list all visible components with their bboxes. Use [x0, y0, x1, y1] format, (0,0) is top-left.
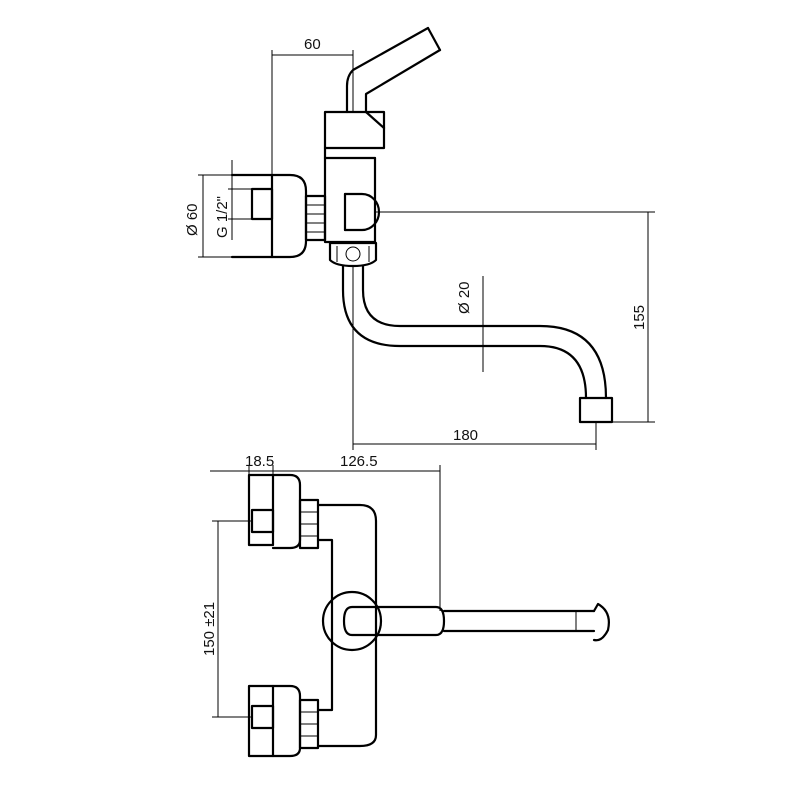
dim-label-pipe-diameter: Ø 20	[456, 281, 473, 314]
dimension-spout-length: 126.5	[273, 453, 441, 611]
dim-label-mount-offset: 60	[304, 36, 321, 53]
dim-label-spout-reach: 180	[453, 427, 478, 444]
dim-label-centers: 150 ±21	[201, 602, 218, 656]
dimension-centers: 150 ±21	[201, 520, 252, 718]
dimension-spout-height: 155	[375, 211, 655, 423]
dimension-spout-reach: 180	[352, 266, 597, 450]
side-view: 60 Ø 60 G 1/2" Ø 20 155	[184, 26, 655, 450]
upper-connector	[247, 473, 320, 550]
dimension-pipe-diameter: Ø 20	[456, 276, 490, 372]
lever-handle	[345, 26, 442, 114]
dim-label-spout-length: 126.5	[340, 453, 378, 470]
dimension-thread: G 1/2"	[214, 160, 252, 240]
spout-pipe	[341, 264, 614, 424]
dimension-body-diameter: Ø 60	[184, 174, 232, 258]
spout-arm	[442, 602, 610, 642]
wall-flange	[230, 173, 327, 259]
mixer-body-bar	[316, 503, 378, 748]
dimension-body-depth: 18.5	[210, 453, 274, 475]
lower-connector	[247, 684, 320, 758]
front-view: 18.5 126.5 150 ±21	[201, 453, 610, 758]
central-hub	[321, 590, 446, 652]
dim-label-body-depth: 18.5	[245, 453, 274, 470]
dim-label-thread: G 1/2"	[214, 196, 231, 238]
dimension-mount-offset: 60	[271, 36, 354, 175]
swivel-nut	[328, 241, 378, 268]
dim-label-spout-height: 155	[631, 305, 648, 330]
dim-label-body-diameter: Ø 60	[184, 203, 201, 236]
